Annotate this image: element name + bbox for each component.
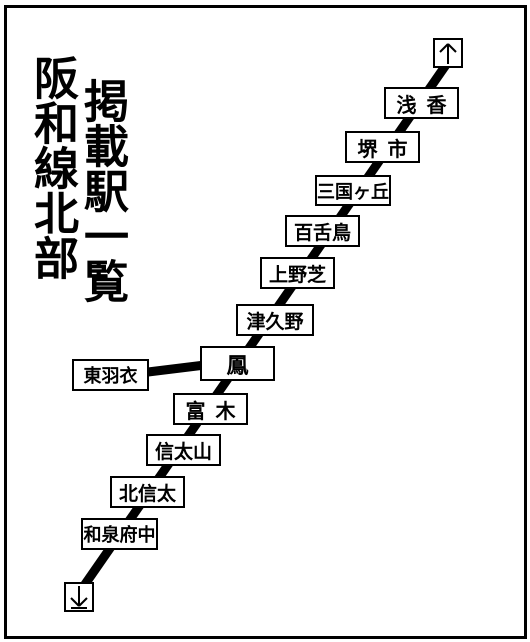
station-list-title: 掲載駅一覧 [76,78,129,303]
station-mikunigaoka: 三国ヶ丘 [315,175,391,206]
station-kitashinoda: 北信太 [110,476,185,508]
line-title: 阪和線北部 [26,55,79,280]
station-tomiki: 富木 [173,393,248,425]
station-otori: 鳳 [200,346,275,381]
up-arrow-icon [439,43,457,64]
station-tsukuno: 津久野 [236,304,314,336]
branch-line-track [147,360,206,377]
north-direction [433,38,463,68]
station-izumifuchu: 和泉府中 [81,518,158,550]
station-asaka: 浅香 [384,87,459,119]
station-mozu: 百舌鳥 [285,215,360,247]
south-direction [64,582,94,612]
down-arrow-icon [70,586,88,609]
station-uenoshiba: 上野芝 [260,257,335,289]
station-higashihagoromo: 東羽衣 [72,359,149,391]
station-sakaishi: 堺市 [345,131,420,163]
station-shinodayama: 信太山 [146,434,221,466]
